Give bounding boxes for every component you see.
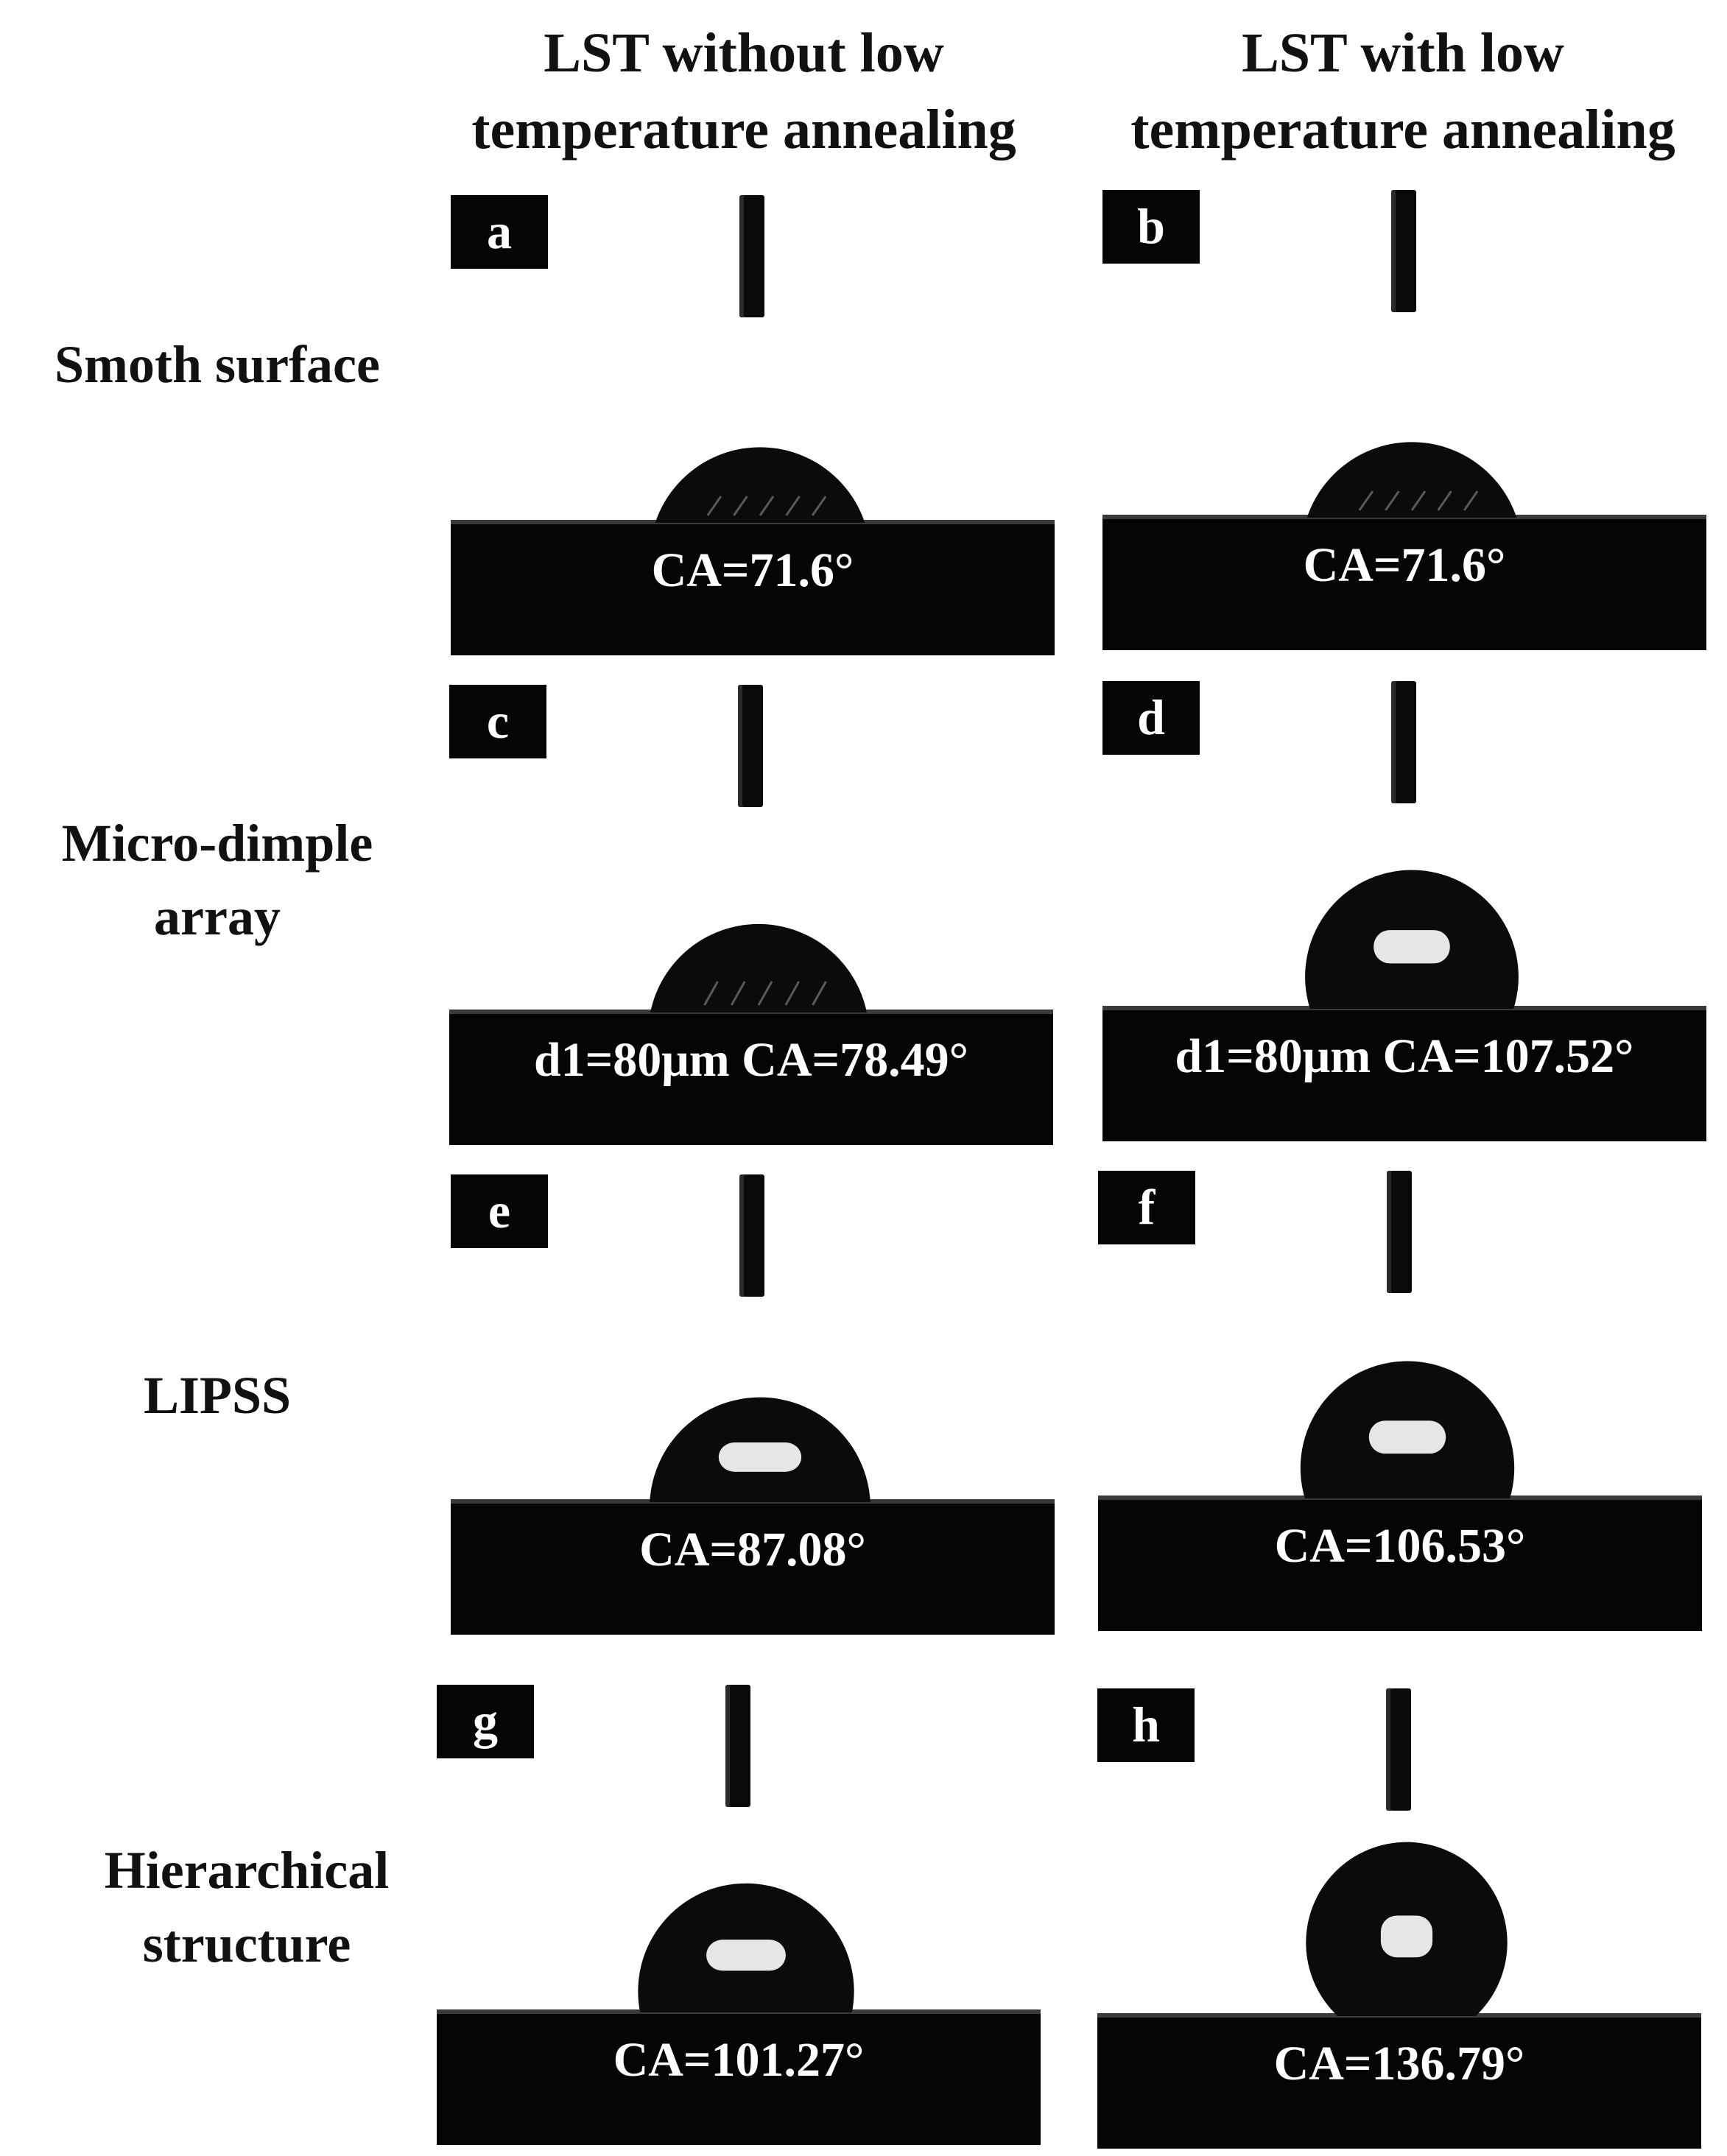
droplet-highlight	[1373, 930, 1450, 964]
droplet-highlight	[1368, 1420, 1446, 1454]
column-header-left: LST without low temperature annealing	[420, 15, 1068, 168]
droplet-reflection-streak	[1385, 490, 1400, 511]
row-label-lipss: LIPSS	[7, 1359, 427, 1432]
row-label-line1: LIPSS	[143, 1366, 292, 1425]
droplet-reflection-streak	[784, 981, 801, 1006]
droplet-scene	[1098, 1361, 1702, 1631]
droplet-scene	[1102, 442, 1706, 650]
panel-letter: h	[1097, 1688, 1195, 1762]
droplet-reflection-streak	[1437, 490, 1452, 511]
syringe-needle	[1391, 190, 1416, 312]
contact-angle-label: CA=71.6°	[1303, 538, 1506, 592]
panel-f: f CA=106.53°	[1098, 1171, 1702, 1631]
droplet-scene	[451, 1397, 1055, 1635]
substrate	[437, 2012, 1041, 2145]
droplet-scene	[449, 923, 1053, 1145]
water-droplet	[650, 923, 867, 1012]
panel-letter: f	[1098, 1171, 1195, 1244]
panel-d: d d1=80μm CA=107.52°	[1102, 681, 1706, 1141]
droplet-reflection-streak	[730, 981, 746, 1006]
droplet-reflection-streak	[759, 496, 775, 516]
droplet-scene	[1097, 1842, 1701, 2149]
contact-angle-label: CA=87.08°	[639, 1523, 866, 1577]
droplet-reflection-streak	[757, 981, 773, 1006]
syringe-needle	[739, 195, 764, 317]
droplet-reflection-streak	[733, 496, 748, 516]
panel-letter: g	[437, 1685, 534, 1758]
droplet-reflection-streak	[812, 981, 827, 1006]
contact-angle-label: d1=80μm CA=78.49°	[533, 1033, 969, 1087]
panel-letter: c	[449, 685, 546, 758]
contact-angle-label: CA=71.6°	[651, 543, 854, 597]
row-label-line1: Micro-dimple	[61, 814, 373, 873]
water-droplet	[1306, 442, 1517, 518]
contact-angle-label: CA=136.79°	[1273, 2037, 1525, 2090]
panel-c: c d1=80μm CA=78.49°	[449, 685, 1053, 1145]
droplet-scene	[437, 1883, 1041, 2145]
substrate	[1098, 1498, 1702, 1631]
panel-letter: d	[1102, 681, 1200, 755]
panel-b: b CA=71.6°	[1102, 190, 1706, 650]
contact-angle-label: CA=106.53°	[1274, 1519, 1526, 1573]
droplet-highlight	[706, 1940, 786, 1971]
syringe-needle	[1387, 1171, 1412, 1293]
substrate	[1102, 1009, 1706, 1141]
syringe-needle	[1386, 1688, 1411, 1811]
panel-letter: b	[1102, 190, 1200, 264]
column-header-right-line2: temperature annealing	[1130, 99, 1675, 161]
row-label-line2: structure	[142, 1914, 351, 1973]
column-header-right: LST with low temperature annealing	[1079, 15, 1727, 168]
droplet-scene	[1102, 870, 1706, 1141]
column-header-left-line1: LST without low	[544, 22, 944, 84]
droplet-reflection-streak	[1410, 490, 1427, 511]
row-label-line1: Smoth surface	[54, 335, 380, 394]
droplet-reflection-streak	[703, 981, 719, 1006]
syringe-needle	[738, 685, 763, 807]
water-droplet	[655, 447, 865, 523]
row-label-micro-dimple-array: Micro-dimple array	[7, 806, 427, 954]
column-header-right-line1: LST with low	[1242, 22, 1564, 84]
contact-angle-label: d1=80μm CA=107.52°	[1175, 1029, 1634, 1083]
droplet-reflection-streak	[811, 496, 827, 516]
panel-a: a CA=71.6°	[451, 195, 1055, 655]
row-label-line1: Hierarchical	[104, 1841, 390, 1900]
panel-e: e CA=87.08°	[451, 1174, 1055, 1635]
droplet-scene	[451, 447, 1055, 655]
row-label-line2: array	[154, 887, 281, 946]
substrate	[1097, 2016, 1701, 2149]
droplet-highlight	[718, 1442, 802, 1472]
column-header-left-line2: temperature annealing	[471, 99, 1016, 161]
substrate	[451, 523, 1055, 655]
droplet-reflection-streak	[1358, 490, 1374, 511]
row-label-smooth-surface: Smoth surface	[7, 328, 427, 401]
droplet-reflection-streak	[706, 496, 722, 516]
row-label-hierarchical-structure: Hierarchical structure	[37, 1833, 457, 1981]
substrate	[1102, 518, 1706, 650]
syringe-needle	[725, 1685, 750, 1807]
substrate	[449, 1012, 1053, 1145]
syringe-needle	[739, 1174, 764, 1297]
syringe-needle	[1391, 681, 1416, 803]
contact-angle-label: CA=101.27°	[613, 2033, 865, 2087]
droplet-reflection-streak	[1463, 490, 1479, 511]
droplet-highlight	[1380, 1915, 1433, 1958]
panel-letter: a	[451, 195, 548, 269]
droplet-reflection-streak	[785, 496, 801, 516]
substrate	[451, 1502, 1055, 1635]
panel-letter: e	[451, 1174, 548, 1248]
panel-h: h CA=136.79°	[1097, 1688, 1701, 2149]
panel-g: g CA=101.27°	[437, 1685, 1041, 2145]
